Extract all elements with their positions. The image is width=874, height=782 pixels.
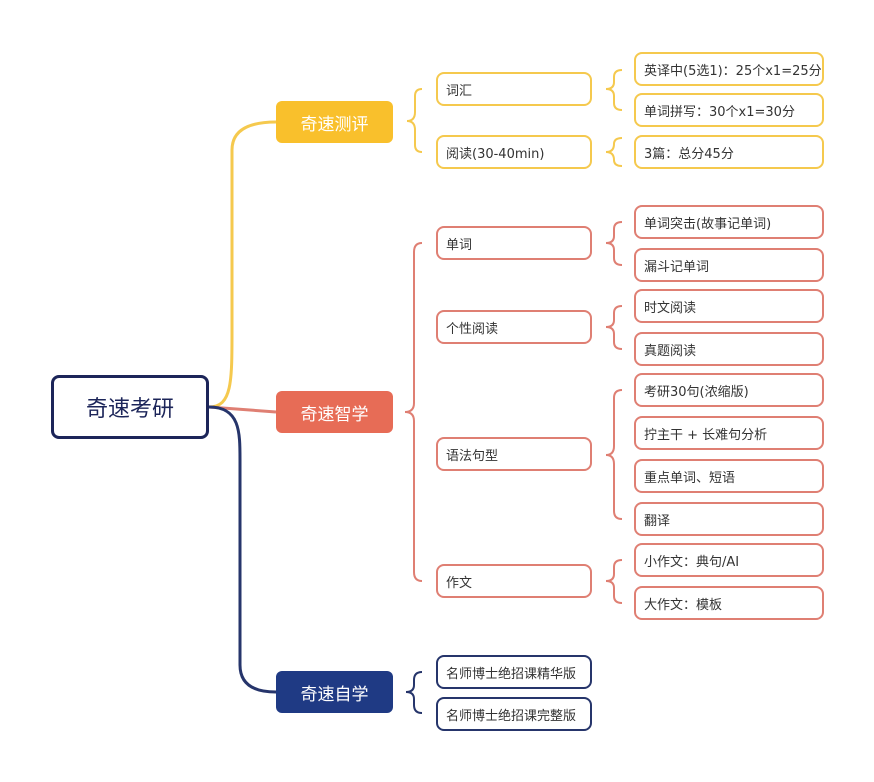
branch-qisu-smart-learning: 奇速智学 [276,391,393,433]
self-study-brace [405,671,423,714]
detail-translation-choice: 英译中(5选1)：25个x1=25分 [634,52,824,86]
personal-reading-brace [605,305,623,350]
topic-words: 单词 [436,226,592,260]
root-node: 奇速考研 [51,375,209,439]
detail-current-reading: 时文阅读 [634,289,824,323]
detail-long-sentence-analysis: 拧主干 + 长难句分析 [634,416,824,450]
detail-small-essay: 小作文：典句/AI [634,543,824,577]
vocabulary-brace [605,69,623,111]
smart-learning-brace [404,242,423,582]
root-to-evaluation-connector [208,120,277,409]
writing-brace [605,559,623,604]
detail-word-story: 单词突击(故事记单词) [634,205,824,239]
detail-past-exam-reading: 真题阅读 [634,332,824,366]
branch-qisu-evaluation: 奇速测评 [276,101,393,143]
topic-grammar-sentences: 语法句型 [436,437,592,471]
topic-reading-time: 阅读(30-40min) [436,135,592,169]
detail-reading-score: 3篇：总分45分 [634,135,824,169]
reading-brace [605,137,623,167]
detail-funnel-words: 漏斗记单词 [634,248,824,282]
branch-qisu-self-study: 奇速自学 [276,671,393,713]
evaluation-brace [406,88,423,153]
detail-spelling: 单词拼写：30个x1=30分 [634,93,824,127]
topic-vocabulary: 词汇 [436,72,592,106]
grammar-brace [605,389,623,520]
detail-key-words-phrases: 重点单词、短语 [634,459,824,493]
detail-big-essay: 大作文：模板 [634,586,824,620]
detail-translation: 翻译 [634,502,824,536]
topic-writing: 作文 [436,564,592,598]
topic-course-highlights: 名师博士绝招课精华版 [436,655,592,689]
topic-course-complete: 名师博士绝招课完整版 [436,697,592,731]
detail-30-sentences: 考研30句(浓缩版) [634,373,824,407]
word-brace [605,221,623,266]
topic-personal-reading: 个性阅读 [436,310,592,344]
root-to-self-study-connector [208,405,277,694]
